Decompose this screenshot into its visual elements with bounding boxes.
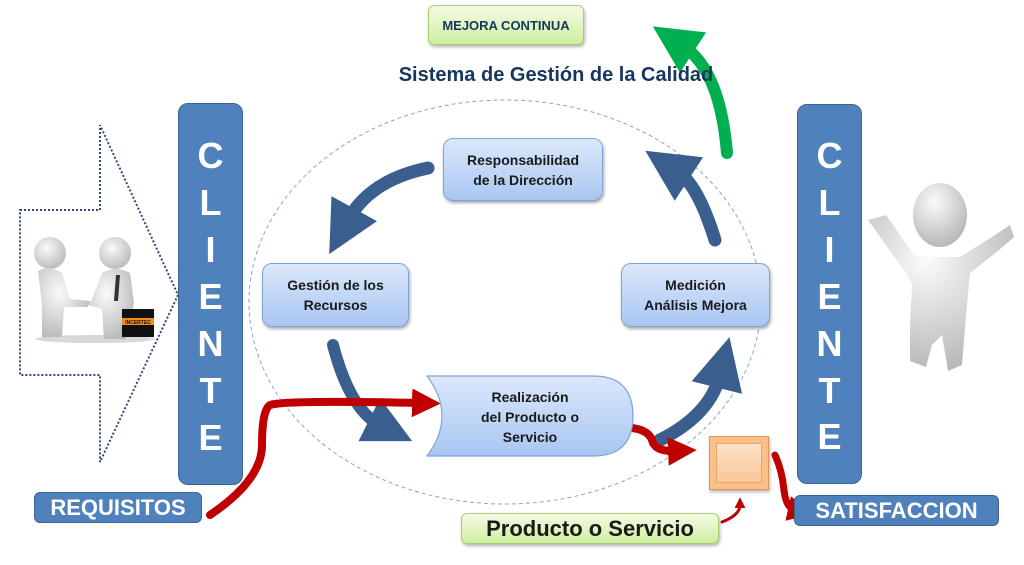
cycle-arrow-to-recursos (329, 161, 435, 255)
requisitos-arrow (206, 388, 441, 519)
cliente-letter: E (817, 416, 842, 458)
cliente-bar-right: C L I E N T E (797, 104, 862, 484)
process-responsabilidad: Responsabilidad de la Dirección (443, 138, 603, 201)
cliente-letter: E (198, 417, 223, 459)
cliente-letter: L (818, 182, 841, 224)
producto-arrow (720, 497, 746, 524)
cycle-arrow-to-medicion (653, 337, 743, 447)
product-box-icon (709, 436, 769, 490)
mejora-continua-label: MEJORA CONTINUA (428, 5, 584, 45)
mejora-continua-arrow (652, 26, 733, 159)
diagram-title: Sistema de Gestión de la Calidad (398, 64, 714, 86)
satisfaccion-arrow (771, 451, 813, 521)
cliente-letter: T (199, 370, 222, 412)
cliente-letter: T (818, 369, 841, 411)
briefcase-label: INCERTEC (125, 320, 151, 326)
cliente-bar-left: C L I E N T E (178, 103, 243, 485)
cycle-arrow-to-realizacion (327, 339, 413, 442)
process-realizacion: Realización del Producto o Servicio (481, 389, 579, 445)
handshake-figure-icon: INCERTEC (34, 237, 155, 343)
cliente-letter: C (197, 134, 224, 176)
requisitos-label: REQUISITOS (34, 492, 202, 523)
cliente-letter: I (824, 229, 835, 271)
process-realizacion-shape (425, 375, 634, 457)
process-recursos: Gestión de los Recursos (262, 263, 409, 327)
output-arrow (628, 424, 697, 466)
input-arrow-outline (19, 124, 180, 463)
producto-servicio-label: Producto o Servicio (461, 513, 719, 544)
satisfaccion-label: SATISFACCION (794, 495, 999, 526)
cliente-letter: I (205, 228, 216, 270)
process-medicion: Medición Análisis Mejora (621, 263, 770, 327)
cliente-letter: N (816, 322, 843, 364)
cliente-letter: L (199, 181, 222, 223)
cliente-letter: C (816, 135, 843, 177)
jumping-figure-icon (868, 183, 1014, 371)
cycle-arrow-to-responsabilidad (645, 150, 722, 247)
cliente-letter: E (817, 275, 842, 317)
cliente-letter: E (198, 275, 223, 317)
cliente-letter: N (197, 323, 224, 365)
